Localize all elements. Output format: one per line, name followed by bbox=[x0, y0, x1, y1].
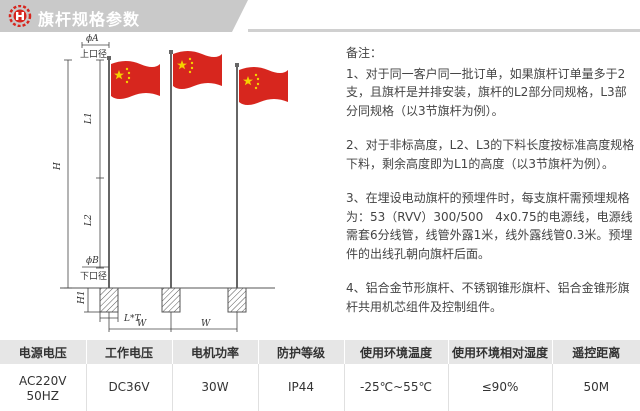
table-cell: -25℃~55℃ bbox=[344, 364, 449, 411]
brand-logo-icon bbox=[8, 5, 32, 27]
note-item-2: 2、对于非标高度，L2、L3的下料长度按标准高度规格下料，剩余高度即为L1的高度… bbox=[346, 138, 635, 171]
foundation-2 bbox=[161, 287, 181, 313]
column-header: 防护等级 bbox=[258, 340, 345, 364]
table-cell: 30W bbox=[172, 364, 259, 411]
notes-title: 备注： bbox=[346, 46, 383, 60]
column-header: 电机功率 bbox=[172, 340, 259, 364]
label-phi-b: ϕB bbox=[86, 256, 99, 266]
note-item-1: 1、对于同一客户同一批订单，如果旗杆订单量多于2支，且旗杆是并排安装，旗杆的L2… bbox=[346, 66, 627, 118]
column-header: 使用环境相对湿度 bbox=[448, 340, 553, 364]
page-header: 旗杆规格参数 bbox=[0, 0, 640, 32]
foundation-3 bbox=[227, 287, 247, 313]
column-header: 使用环境温度 bbox=[344, 340, 449, 364]
label-lower-diameter: 下口径 bbox=[80, 270, 107, 282]
flag-2 bbox=[173, 51, 222, 89]
header-bar bbox=[0, 0, 248, 32]
note-item-4: 4、铝合金节形旗杆、不锈钢锥形旗杆、铝合金锥形旗杆共用机芯组件及控制组件。 bbox=[346, 281, 630, 314]
label-w-1: W bbox=[137, 319, 147, 329]
flagpole-1 bbox=[99, 56, 160, 313]
flagpole-2 bbox=[161, 50, 222, 313]
table-cell: ≤90% bbox=[448, 364, 553, 411]
table-row: AC220V 50HZ DC36V 30W IP44 -25℃~55℃ ≤90%… bbox=[0, 364, 640, 411]
column-header: 电源电压 bbox=[0, 340, 87, 364]
label-w-2: W bbox=[201, 319, 211, 329]
label-phi-a: ϕA bbox=[86, 34, 99, 44]
table-cell: IP44 bbox=[258, 364, 345, 411]
flagpole-drawing: ϕA 上口径 L1 L2 H ϕB 下口径 H1 L*T W W bbox=[53, 34, 288, 332]
page-title: 旗杆规格参数 bbox=[38, 10, 141, 29]
header-divider bbox=[248, 29, 640, 32]
table-cell: AC220V 50HZ bbox=[0, 364, 87, 411]
flagpole-diagram: ϕA 上口径 L1 L2 H ϕB 下口径 H1 L*T W W bbox=[20, 30, 320, 335]
notes-section: 备注： 1、对于同一客户同一批订单，如果旗杆订单量多于2支，且旗杆是并排安装，旗… bbox=[346, 44, 636, 332]
table-cell: 50M bbox=[552, 364, 640, 411]
flag-3 bbox=[239, 67, 288, 105]
column-header: 遥控距离 bbox=[552, 340, 640, 364]
note-item-3: 3、在埋设电动旗杆的预埋件时，每支旗杆需预埋规格为：53（RVV）300/500… bbox=[346, 191, 633, 261]
label-h1: H1 bbox=[77, 290, 87, 305]
label-upper-diameter: 上口径 bbox=[80, 48, 107, 60]
foundation-1 bbox=[99, 287, 119, 313]
column-header: 工作电压 bbox=[86, 340, 173, 364]
label-l-times-t: L*T bbox=[123, 314, 141, 324]
label-h: H bbox=[53, 162, 63, 171]
spec-table: 电源电压 工作电压 电机功率 防护等级 使用环境温度 使用环境相对湿度 遥控距离… bbox=[0, 340, 640, 411]
table-cell: DC36V bbox=[86, 364, 173, 411]
flag-1 bbox=[111, 61, 160, 99]
flagpole-3 bbox=[227, 63, 288, 313]
label-l1: L1 bbox=[84, 112, 94, 125]
table-header-row: 电源电压 工作电压 电机功率 防护等级 使用环境温度 使用环境相对湿度 遥控距离 bbox=[0, 340, 640, 364]
label-l2: L2 bbox=[84, 214, 94, 227]
